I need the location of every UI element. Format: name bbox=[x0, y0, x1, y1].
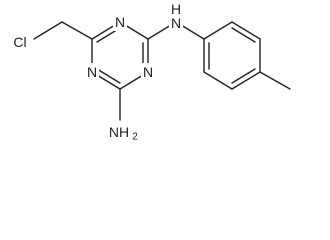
atom-label-n-right: N bbox=[143, 64, 153, 80]
chemical-structure: Cl N N N H N NH 2 bbox=[9, 1, 291, 143]
mask-nh2 bbox=[106, 123, 136, 143]
bond-cl-ch2 bbox=[33, 21, 63, 40]
atom-label-nh-h: H bbox=[171, 1, 181, 17]
atom-label-n-left: N bbox=[87, 64, 97, 80]
mask-nh bbox=[169, 2, 183, 32]
mask-n-left bbox=[85, 63, 99, 81]
mask-n-right bbox=[141, 63, 155, 81]
atom-label-cl: Cl bbox=[13, 34, 26, 50]
atom-label-nh2-subscript: 2 bbox=[132, 132, 138, 143]
bond-c2p-c3p bbox=[231, 21, 261, 40]
mask-n-top bbox=[113, 13, 127, 31]
atom-label-nh: N bbox=[171, 15, 181, 31]
bond-ch2-c6 bbox=[61, 21, 93, 40]
atom-label-n-top: N bbox=[115, 14, 125, 30]
bond-c4p-c5p-double bbox=[231, 68, 256, 84]
bond-c1p-c2p bbox=[203, 21, 233, 40]
mask-cl bbox=[9, 33, 33, 51]
atom-label-nh2: NH bbox=[109, 124, 129, 140]
bond-c5p-c6p bbox=[203, 71, 233, 90]
bond-c2p-c3p-double bbox=[231, 27, 256, 43]
atom-labels: Cl N N N H N NH 2 bbox=[9, 1, 183, 143]
bond-c4-n5-double bbox=[96, 68, 121, 84]
bond-c4p-ch3 bbox=[259, 71, 291, 90]
bond-c4p-c5p bbox=[231, 71, 261, 90]
bonds bbox=[33, 21, 291, 121]
